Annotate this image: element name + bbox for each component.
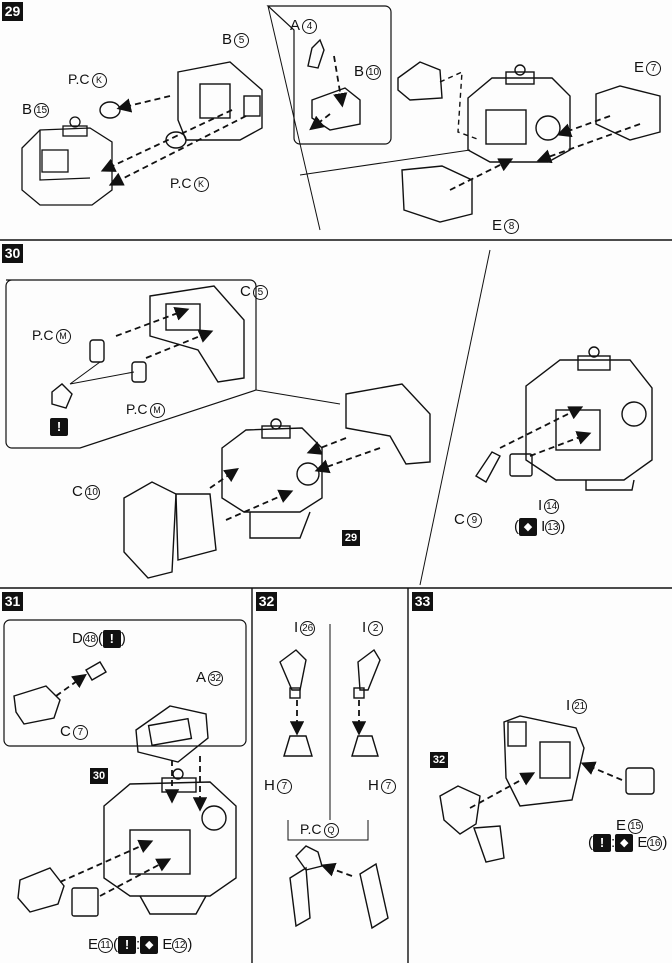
part-c5-small: [345, 383, 431, 465]
step-number: 31: [2, 592, 23, 611]
part-body-right30: [525, 346, 653, 491]
part-h7-right: [351, 735, 379, 757]
step-reference: 30: [90, 768, 108, 784]
part-pc-q: [295, 845, 323, 871]
alternate-icon: ◆: [519, 518, 537, 537]
part-body-step29: [467, 64, 571, 163]
part-h7-left: [283, 735, 313, 757]
part-e8: [401, 165, 473, 223]
part-c5: [149, 285, 245, 383]
part-i14: [509, 453, 533, 477]
part-i26: [279, 649, 307, 691]
part-c9: [475, 451, 501, 483]
part-e7: [595, 85, 661, 141]
step-number: 32: [256, 592, 277, 611]
part-body-step31: [103, 768, 237, 915]
pc-k-bottom: [165, 131, 187, 149]
pc-k-top: [99, 101, 121, 119]
part-body-b15: [21, 116, 113, 206]
part-e15: [625, 767, 655, 795]
part-c7-lower: [17, 867, 65, 913]
part-a32: [135, 705, 209, 763]
part-body-b5: [177, 61, 263, 141]
part-c7: [13, 685, 61, 725]
caution-icon: !: [50, 418, 68, 436]
step-number: 29: [2, 2, 23, 21]
step-number: 30: [2, 244, 23, 263]
part-e11: [71, 887, 99, 917]
caution-icon: !: [102, 630, 121, 649]
step-reference: 32: [430, 752, 448, 768]
part-body-step30: [221, 418, 323, 539]
part-c10: [123, 481, 177, 579]
part-i21: [503, 715, 585, 807]
step-number: 33: [412, 592, 433, 611]
part-i2: [357, 648, 381, 691]
part-arm-32: [439, 785, 481, 835]
step-reference: 29: [342, 530, 360, 546]
